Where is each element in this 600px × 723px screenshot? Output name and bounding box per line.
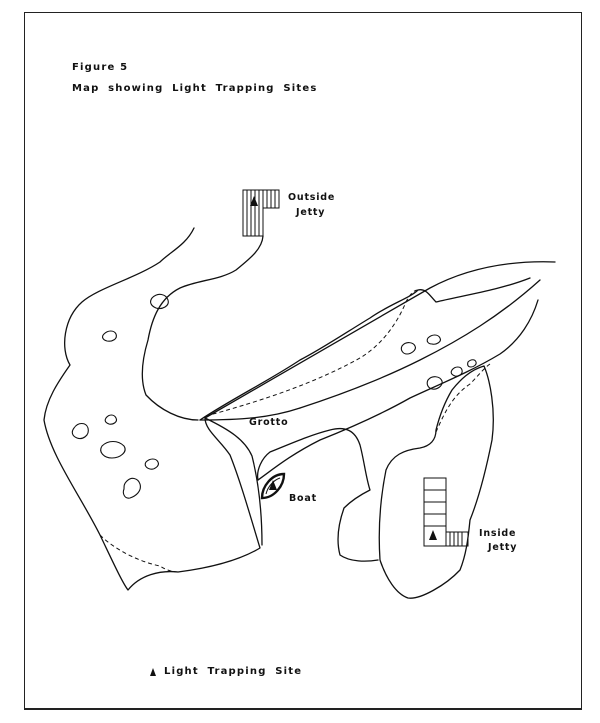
label-outside-jetty: Jetty <box>295 207 325 218</box>
rock <box>122 477 141 499</box>
dashed-line-north <box>205 289 419 417</box>
legend-label: Light Trapping Site <box>164 666 303 677</box>
shoreline-west <box>43 227 556 591</box>
shoreline-channel-south <box>199 407 301 421</box>
figure-number: Figure 5 <box>72 62 129 73</box>
label-boat: Boat <box>289 493 317 504</box>
light-trap-outside-jetty <box>250 196 258 206</box>
rock <box>400 342 416 355</box>
rock <box>450 366 463 377</box>
light-trap-boat <box>269 480 277 490</box>
shoreline-boat-cove <box>256 427 379 562</box>
shoreline-middle-peninsula <box>299 279 541 409</box>
shoreline-channel-lower <box>257 299 539 481</box>
rock <box>100 440 126 459</box>
rock <box>150 293 169 310</box>
legend: Light Trapping Site <box>150 666 302 677</box>
dashed-line-southwest <box>99 534 179 573</box>
label-inside: Inside <box>479 528 516 539</box>
inside-jetty <box>423 477 469 547</box>
label-inside-jetty: Jetty <box>487 542 517 553</box>
shoreline-north-channel <box>199 277 531 421</box>
rock <box>144 458 159 470</box>
figure-title: Map showing Light Trapping Sites <box>72 83 318 94</box>
rock <box>426 376 443 390</box>
triangle-icon <box>150 667 156 676</box>
rock <box>71 422 89 440</box>
label-outside: Outside <box>288 192 335 203</box>
rock <box>426 334 441 345</box>
light-trap-inside-jetty <box>429 530 437 540</box>
shoreline-east-peninsula <box>378 365 494 599</box>
rock <box>104 414 117 425</box>
rock <box>467 359 477 368</box>
shoreline-south-middle <box>204 417 263 546</box>
label-grotto: Grotto <box>249 417 288 428</box>
shoreline-north-bay <box>141 235 264 421</box>
outside-jetty <box>242 189 280 237</box>
dashed-line-east <box>435 363 491 433</box>
figure-frame <box>24 12 582 710</box>
rock <box>102 330 117 342</box>
